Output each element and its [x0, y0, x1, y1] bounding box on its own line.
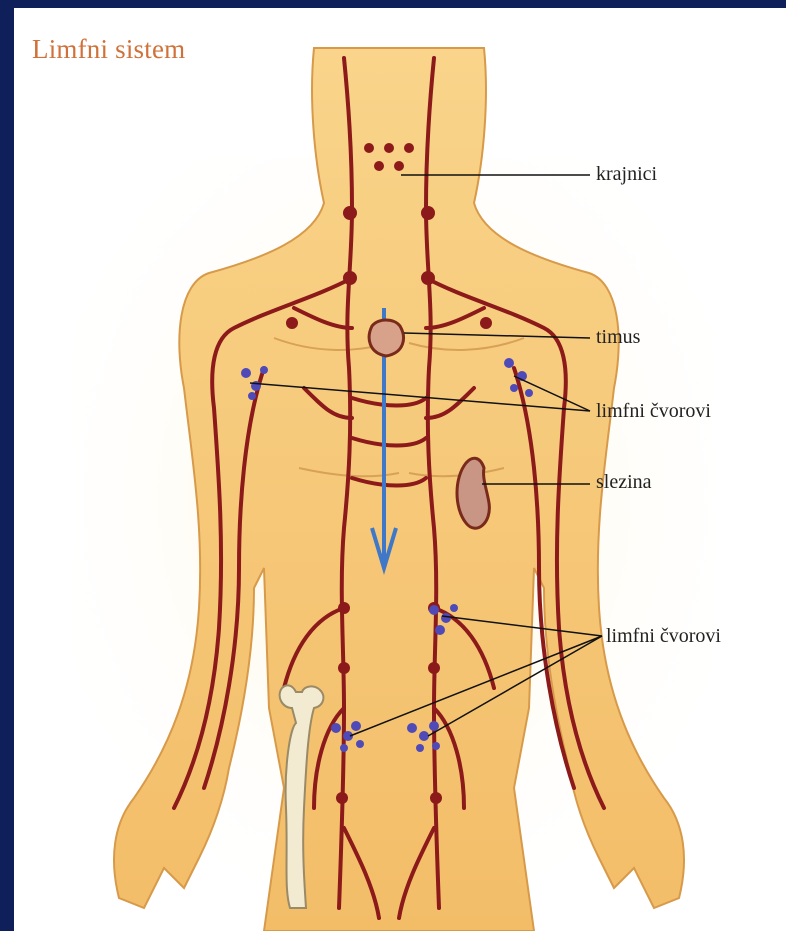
diagram-panel: Limfni sistem krajnici timus limfni čvor…: [14, 8, 786, 931]
label-thymus: timus: [596, 326, 640, 349]
lymphatic-illustration: [14, 8, 786, 931]
diagram-title: Limfni sistem: [32, 34, 185, 65]
spleen-organ: [457, 458, 489, 528]
label-spleen: slezina: [596, 471, 652, 494]
label-lymph-nodes-lower: limfni čvorovi: [606, 625, 721, 648]
label-tonsils: krajnici: [596, 163, 657, 186]
thymus-organ: [369, 320, 403, 356]
label-lymph-nodes-upper: limfni čvorovi: [596, 400, 711, 423]
